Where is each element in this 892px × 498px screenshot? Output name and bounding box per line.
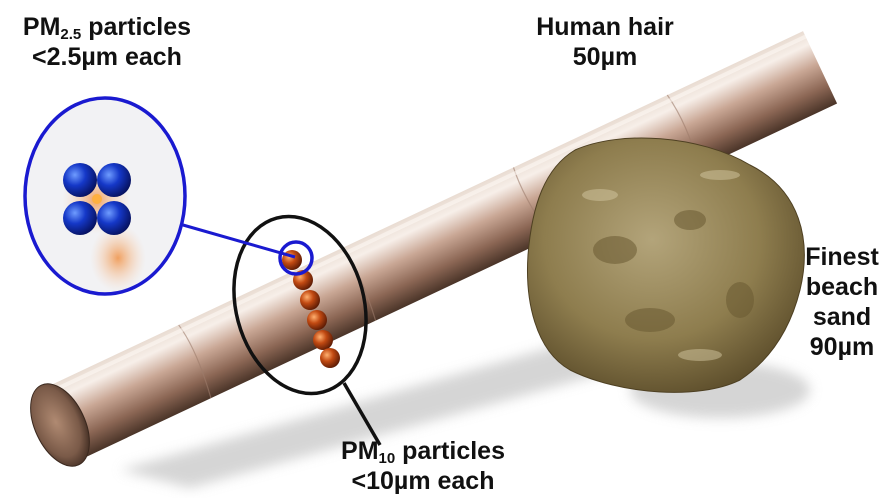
hair-name: Human hair [520,12,690,42]
pm10-prefix: PM [341,437,379,465]
pm25-suffix: particles [81,13,191,41]
pm25-size: <2.5µm each [2,42,212,72]
sand-line-1: Finest [792,242,892,272]
pm25-zoom-callout [25,98,312,294]
hair-size: 50µm [520,42,690,72]
pm10-label: PM10 particles <10µm each [318,436,528,496]
pm10-title: PM10 particles [318,436,528,466]
sand-line-3: sand [792,302,892,332]
hair-label: Human hair 50µm [520,12,690,72]
pm25-title: PM2.5 particles [2,12,212,42]
sand-label: Finest beach sand 90µm [792,242,892,362]
pm25-prefix: PM [23,13,61,41]
pm25-label: PM2.5 particles <2.5µm each [2,12,212,72]
pm10-suffix: particles [395,437,505,465]
pm10-subscript: 10 [379,450,396,467]
sand-size: 90µm [792,332,892,362]
pm25-subscript: 2.5 [60,26,81,43]
pm10-size: <10µm each [318,466,528,496]
sand-line-2: beach [792,272,892,302]
sand-grain [527,138,804,392]
